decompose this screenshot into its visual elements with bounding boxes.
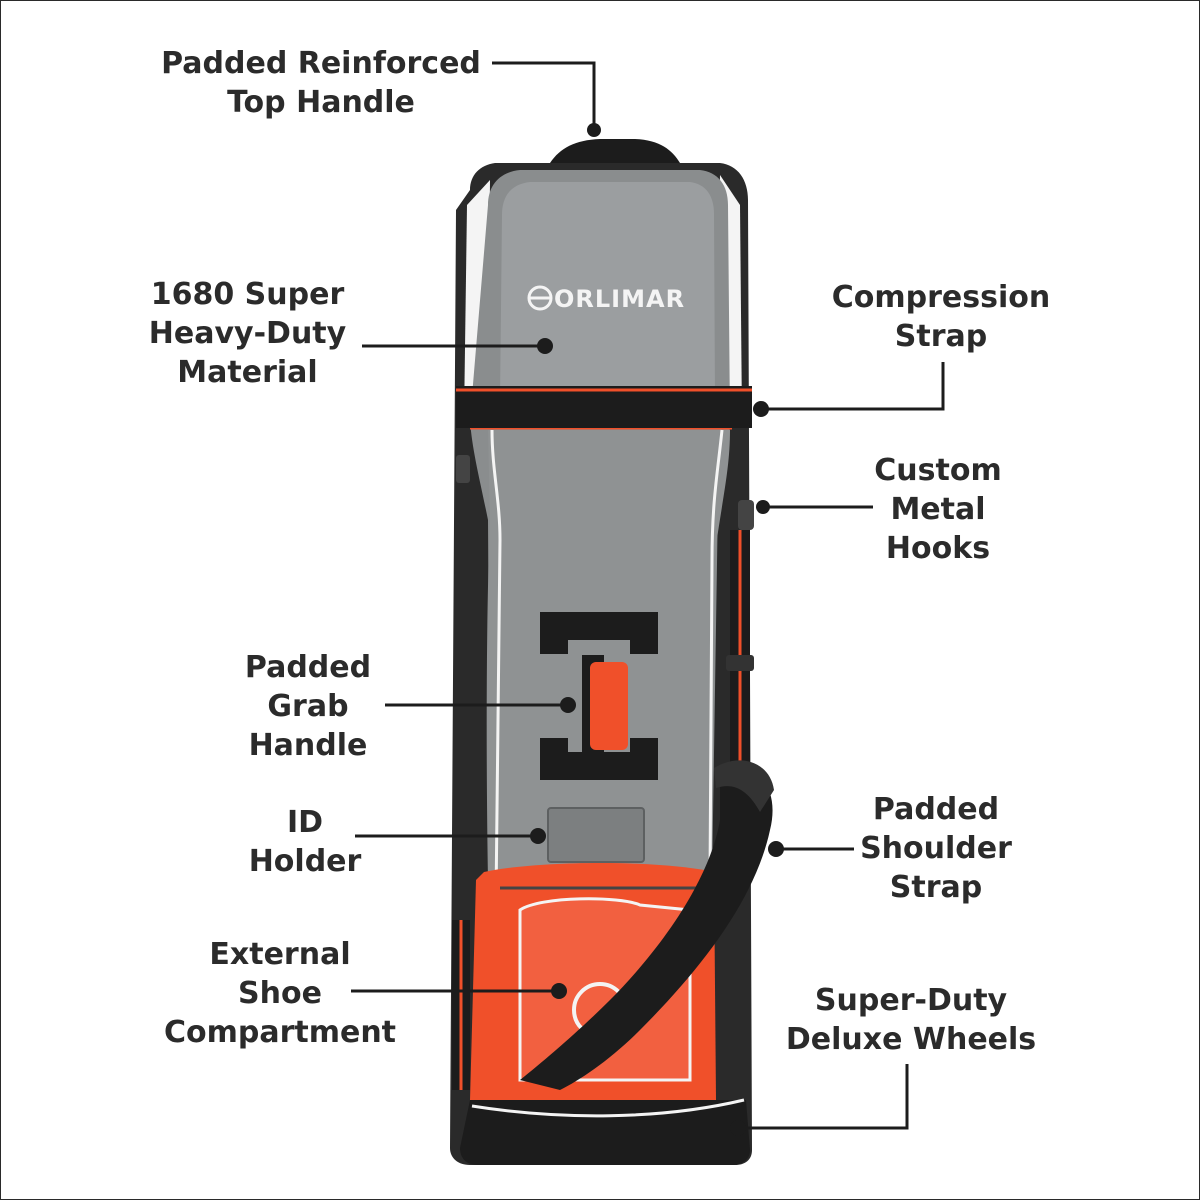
leader-top-handle [492,61,596,128]
shoulder-strap-shape [520,768,773,1090]
dot-material [537,338,553,354]
bag-piping-left [490,429,502,901]
dot-wheels [730,1120,746,1136]
shoulder-strap-pad-end [714,760,774,812]
callout-top-handle: Padded Reinforced Top Handle [161,46,481,120]
orlimar-logo-text: ORLIMAR [554,285,685,313]
bag-front-face [500,182,715,400]
dot-shoulder-strap [768,841,784,857]
callout-grab-handle: Padded Grab Handle [244,650,372,763]
leader-compression-strap [763,362,945,411]
side-hook-right [738,500,754,530]
dot-compression-strap [753,401,769,417]
orlimar-logo: ORLIMAR [527,285,685,313]
compression-strap-band [456,386,752,428]
callout-wheels: Super-Duty Deluxe Wheels [785,983,1037,1057]
callout-compression-strap: Compression Strap [831,280,1051,354]
side-buckle-right [726,655,754,671]
dot-top-handle [587,123,601,137]
bag-bottom-base [460,1100,750,1165]
callout-leaders [351,61,945,1130]
callout-material: 1680 Super Heavy-Duty Material [148,277,347,390]
dot-id-holder [530,828,546,844]
callout-shoulder-strap: Padded Shoulder Strap [860,792,1012,905]
grab-handle-assembly [540,612,658,780]
side-hook-left [456,455,470,483]
top-handle-shape [550,139,680,163]
bag-bottom-trim [471,1098,745,1118]
leader-wheels [739,1064,909,1130]
id-holder-pocket [547,807,645,863]
callout-metal-hooks: Custom Metal Hooks [874,453,1002,566]
dot-shoe-compartment [551,983,567,999]
bag-piping-right [708,429,724,881]
callout-dots [530,123,784,1136]
dot-grab-handle [560,697,576,713]
callout-id-holder: ID Holder [248,805,362,879]
callout-shoe-compartment: External Shoe Compartment [163,937,397,1050]
dot-metal-hooks [756,500,770,514]
